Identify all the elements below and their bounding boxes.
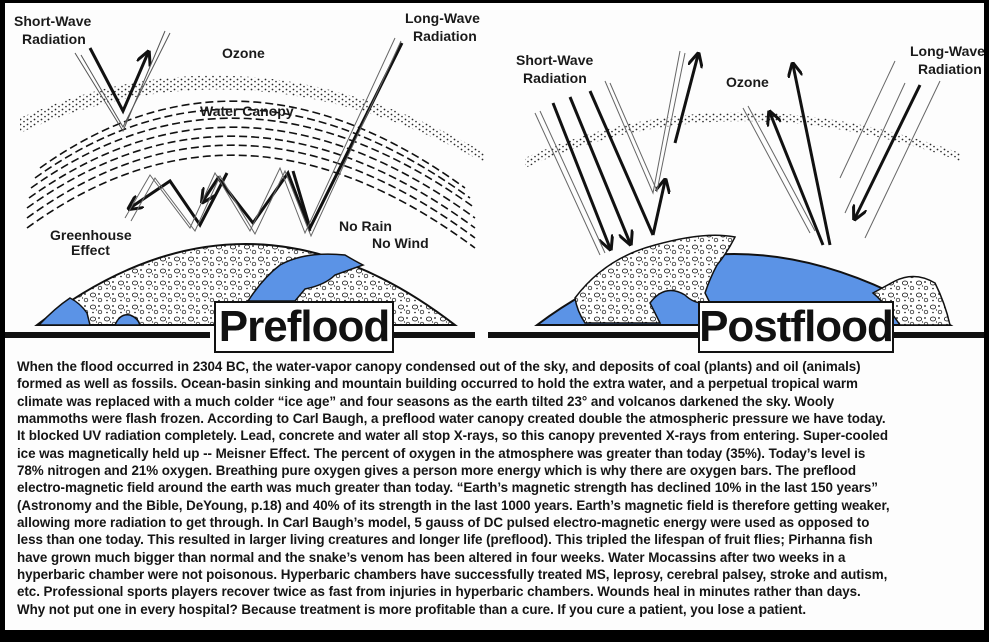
text-line: Why not put one in every hospital? Becau…	[17, 601, 807, 617]
text-line: formed as well as fossils. Ocean-basin s…	[17, 376, 858, 392]
text-line: etc. Professional sports players recover…	[17, 584, 861, 600]
preflood-water-canopy-label: Water Canopy	[200, 103, 294, 119]
text-line: hyperbaric chamber were not poisonous. H…	[17, 567, 888, 583]
postflood-longwave-arrows	[770, 65, 922, 246]
text-line: ice was magnetically held up -- Meisner …	[17, 445, 866, 461]
postflood-ground-bar-left	[488, 332, 698, 338]
preflood-no-rain-label: No Rain	[339, 218, 392, 234]
preflood-earth-ocean	[37, 253, 365, 326]
preflood-ozone-label: Ozone	[222, 45, 265, 61]
preflood-ozone-layer	[20, 75, 485, 163]
text-line: climate was replaced with a much colder …	[17, 393, 835, 409]
preflood-ground-bar-left	[5, 332, 210, 338]
preflood-shortwave-label-2: Radiation	[22, 31, 86, 47]
preflood-water-canopy	[26, 100, 476, 249]
postflood-ozone-layer	[525, 112, 960, 168]
postflood-ozone-label: Ozone	[726, 74, 769, 90]
postflood-shortwave-label-1: Short-Wave	[516, 52, 593, 68]
text-line: 78% nitrogen and 21% oxygen. Breathing p…	[17, 463, 857, 479]
text-line: allowing more radiation to get through. …	[17, 515, 870, 531]
diagram-svg: Short-Wave Radiation Long-Wave Radiation…	[5, 10, 984, 338]
preflood-no-wind-label: No Wind	[372, 235, 429, 251]
diagram-panel: Short-Wave Radiation Long-Wave Radiation…	[5, 3, 984, 630]
postflood-shortwave-arrows	[551, 55, 698, 248]
preflood-greenhouse-label-2: Effect	[71, 242, 110, 258]
postflood-longwave-label-2: Radiation	[918, 61, 982, 77]
postflood-ground-bar-right	[894, 332, 984, 338]
text-line: electro-magnetic field around the earth …	[17, 480, 878, 496]
text-line: (Astronomy and the Bible, DeYoung, p.18)…	[17, 497, 890, 513]
preflood-diagram: Short-Wave Radiation Long-Wave Radiation…	[14, 10, 485, 326]
text-line: less than one today. This resulted in la…	[17, 532, 873, 548]
preflood-longwave-label-1: Long-Wave	[405, 10, 480, 26]
postflood-diagram: Short-Wave Radiation Long-Wave Radiation…	[516, 43, 984, 326]
preflood-greenhouse-label-1: Greenhouse	[50, 227, 132, 243]
preflood-shortwave-label-1: Short-Wave	[14, 13, 91, 29]
preflood-shortwave-arrow	[74, 30, 171, 133]
preflood-title: Preflood	[214, 301, 394, 353]
postflood-shortwave-label-2: Radiation	[523, 70, 587, 86]
text-line: It blocked UV radiation completely. Lead…	[17, 428, 888, 444]
text-line: When the flood occurred in 2304 BC, the …	[17, 359, 861, 374]
preflood-longwave-label-2: Radiation	[413, 28, 477, 44]
text-line: have grown much bigger than normal and t…	[17, 549, 846, 565]
postflood-longwave-label-1: Long-Wave	[910, 43, 984, 59]
text-line: mammoths were flash frozen. According to…	[17, 411, 886, 427]
explanation-paragraph: When the flood occurred in 2304 BC, the …	[17, 358, 982, 618]
postflood-title: Postflood	[698, 301, 894, 353]
preflood-ground-bar-right	[394, 332, 475, 338]
